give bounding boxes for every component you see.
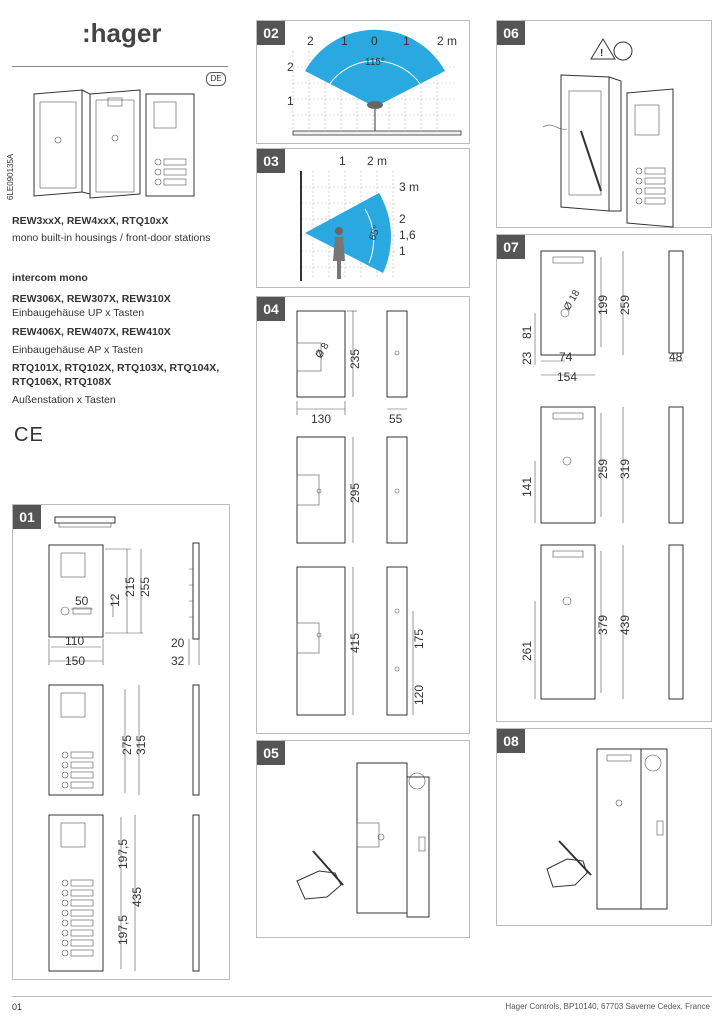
- group-models-1: REW306X, REW307X, REW310X: [12, 293, 171, 305]
- panel-number: 02: [257, 21, 285, 45]
- axis-x-2-right: 2 m: [437, 34, 457, 48]
- panel-02: 02 2 1 0 1 2 m 2 1 115°: [256, 20, 470, 144]
- panel-number: 01: [13, 505, 41, 529]
- dim-235: 235: [348, 349, 362, 369]
- panel-number: 07: [497, 235, 525, 259]
- axis-x-1: 1: [339, 154, 346, 168]
- panel-number: 05: [257, 741, 285, 765]
- axis-x-1-left: 1: [341, 34, 348, 48]
- dim-215: 215: [123, 577, 137, 597]
- dim-319: 319: [618, 459, 632, 479]
- panel-07: 07 Ø 18 199 259 81 23 74: [496, 234, 712, 722]
- group-desc-1: Einbaugehäuse UP x Tasten: [12, 307, 145, 319]
- dim-259-b: 259: [596, 459, 610, 479]
- dim-150: 150: [65, 654, 85, 668]
- panel-06: 06 !: [496, 20, 712, 228]
- panel-01: 01: [12, 504, 230, 980]
- dim-23: 23: [520, 351, 534, 365]
- dim-120: 120: [412, 685, 426, 705]
- panel-05: 05: [256, 740, 470, 938]
- dim-379: 379: [596, 615, 610, 635]
- models-line: REW3xxX, REW4xxX, RTQ10xX: [12, 215, 169, 227]
- panel-number: 04: [257, 297, 285, 321]
- panel-number: 06: [497, 21, 525, 45]
- language-badge: DE: [206, 72, 226, 86]
- dim-81: 81: [520, 325, 534, 339]
- axis-x-1-right: 1: [403, 34, 410, 48]
- panel-04: 04 Ø 8 235 130 55 295 415 17: [256, 296, 470, 734]
- group-desc-2: Einbaugehäuse AP x Tasten: [12, 344, 143, 356]
- dim-315: 315: [134, 735, 148, 755]
- dim-diameter-8: Ø 8: [314, 341, 332, 361]
- dim-154: 154: [557, 370, 577, 384]
- dim-141: 141: [520, 477, 534, 497]
- panel-number: 03: [257, 149, 285, 173]
- angle-label: 65°: [367, 224, 383, 242]
- group-models-3: RTQ101X, RTQ102X, RTQ103X, RTQ104X, RTQ1…: [12, 362, 220, 388]
- detection-fan: [305, 29, 445, 108]
- dim-275: 275: [120, 735, 134, 755]
- dim-295: 295: [348, 483, 362, 503]
- document-code: 6LE090135A: [6, 153, 15, 200]
- group-models-2: REW406X, REW407X, REW410X: [12, 326, 171, 338]
- vertical-detection-fan: [305, 193, 391, 273]
- axis-y-2: 2: [399, 212, 406, 226]
- dim-diameter-18: Ø 18: [562, 288, 583, 313]
- dim-439: 439: [618, 615, 632, 635]
- axis-y-2: 2: [287, 60, 294, 74]
- hager-logo: :hager: [82, 18, 162, 48]
- angle-label: 115°: [365, 57, 385, 68]
- product-illustration: [33, 89, 195, 199]
- section-title: intercom mono: [12, 272, 88, 284]
- footer-address: Hager Controls, BP10140, 67703 Saverne C…: [505, 1002, 710, 1011]
- panel-08: 08: [496, 728, 712, 926]
- axis-x-0: 0: [371, 34, 378, 48]
- dim-197-5-a: 197,5: [116, 839, 130, 869]
- dim-12: 12: [108, 593, 122, 607]
- dim-255: 255: [138, 577, 152, 597]
- models-description: mono built-in housings / front-door stat…: [12, 232, 211, 244]
- dim-261: 261: [520, 641, 534, 661]
- warning-triangle-icon: [590, 38, 616, 60]
- panel-03: 03 1 2 m 3 m 2 1,6 1 65°: [256, 148, 470, 288]
- axis-y-1: 1: [287, 94, 294, 108]
- dim-259-a: 259: [618, 295, 632, 315]
- dim-50: 50: [75, 594, 89, 608]
- dim-32: 32: [171, 654, 185, 668]
- axis-y-1-6: 1,6: [399, 228, 416, 242]
- axis-y-3m: 3 m: [399, 180, 419, 194]
- dim-197-5-b: 197,5: [116, 915, 130, 945]
- dim-74: 74: [559, 350, 573, 364]
- dim-175: 175: [412, 629, 426, 649]
- dim-130: 130: [311, 412, 331, 426]
- dim-415: 415: [348, 633, 362, 653]
- dim-48: 48: [669, 350, 683, 364]
- dim-20: 20: [171, 636, 185, 650]
- dim-199: 199: [596, 295, 610, 315]
- svg-text:!: !: [600, 48, 603, 59]
- page-number: 01: [12, 1002, 23, 1012]
- axis-x-2m: 2 m: [367, 154, 387, 168]
- ce-mark: CE: [14, 424, 44, 446]
- dim-435: 435: [130, 887, 144, 907]
- dim-110: 110: [65, 634, 84, 648]
- group-desc-3: Außenstation x Tasten: [12, 394, 116, 406]
- footer-rule: [12, 996, 712, 997]
- header-rule: [12, 66, 228, 67]
- axis-x-2-left: 2: [307, 34, 314, 48]
- panel-number: 08: [497, 729, 525, 753]
- dim-55: 55: [389, 412, 403, 426]
- axis-y-1: 1: [399, 244, 406, 258]
